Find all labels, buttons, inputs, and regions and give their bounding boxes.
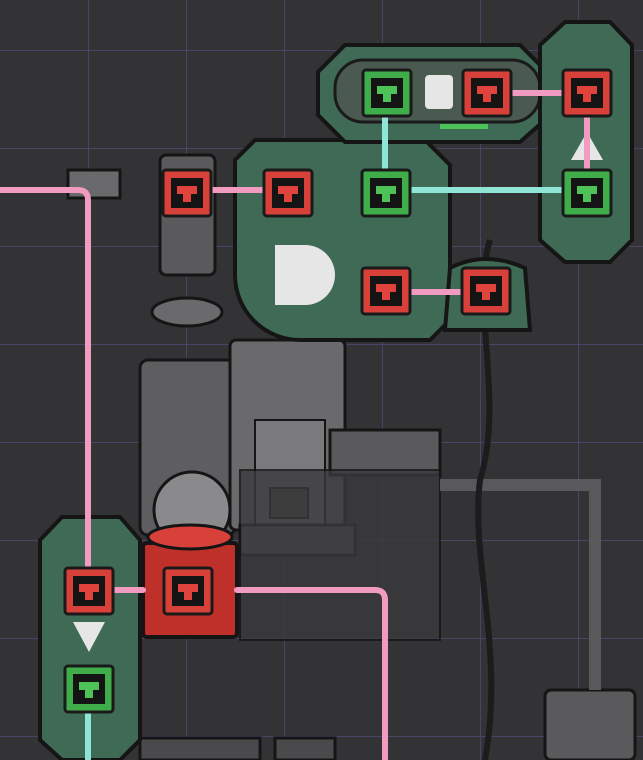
logic-port-red-icon[interactable] bbox=[262, 168, 314, 218]
pipe bbox=[440, 479, 601, 690]
buffer-switch-icon bbox=[425, 75, 453, 109]
logic-port-red-icon[interactable] bbox=[162, 566, 214, 616]
and-gate-icon bbox=[275, 245, 335, 305]
not-gate-arrow-icon bbox=[73, 622, 105, 652]
logic-port-red-icon[interactable] bbox=[461, 68, 513, 118]
buffer-progress bbox=[440, 124, 488, 129]
logic-port-green-icon[interactable] bbox=[360, 168, 412, 218]
logic-port-red-icon[interactable] bbox=[360, 266, 412, 316]
logic-wires bbox=[0, 90, 590, 760]
logic-port-red-icon[interactable] bbox=[561, 68, 613, 118]
logic-port-red-icon[interactable] bbox=[63, 566, 115, 616]
logic-port-green-icon[interactable] bbox=[63, 664, 115, 714]
logic-port-green-icon[interactable] bbox=[561, 168, 613, 218]
logic-port-red-icon[interactable] bbox=[460, 266, 512, 316]
logic-port-red-icon[interactable] bbox=[161, 168, 213, 218]
logic-port-green-icon[interactable] bbox=[361, 68, 413, 118]
